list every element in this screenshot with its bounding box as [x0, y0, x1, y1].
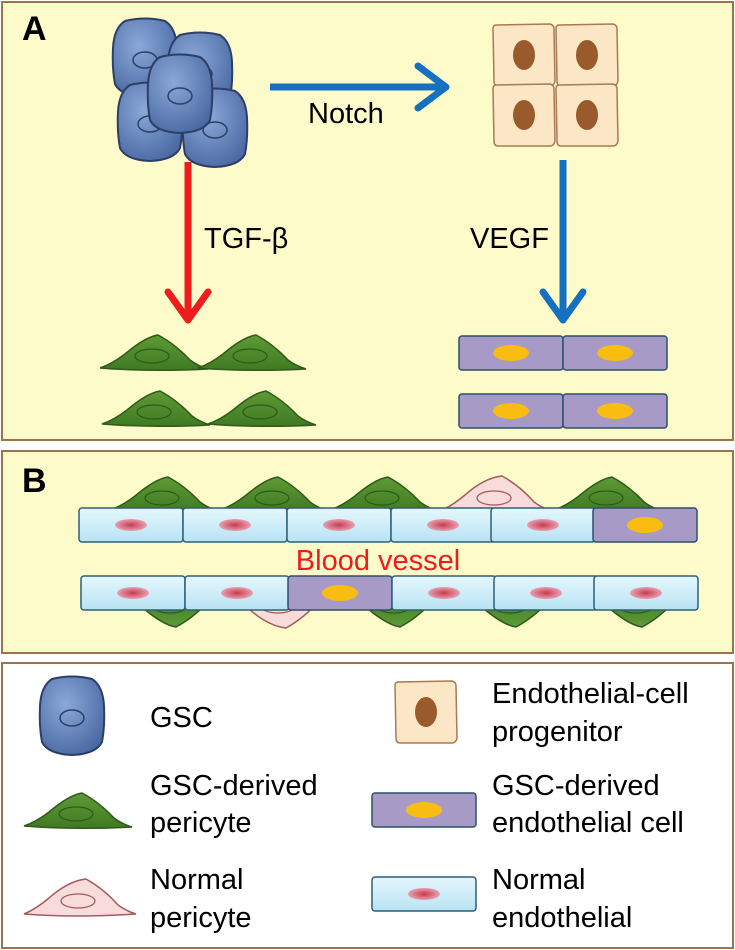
panel-a-frame — [1, 1, 734, 441]
notch-label: Notch — [308, 98, 384, 130]
tgf-label: TGF-β — [204, 223, 288, 255]
legend-normal-endothelial-line2: endothelial — [492, 902, 632, 934]
legend-frame — [1, 662, 734, 949]
blood-vessel-label: Blood vessel — [296, 545, 460, 577]
legend-progenitor: Endothelial-cell progenitor — [394, 678, 689, 748]
legend-gsc-pericyte-line2: pericyte — [150, 807, 252, 839]
legend-normal-endothelial-line1: Normal — [492, 864, 585, 896]
vessel-top-row — [78, 507, 698, 543]
notch-arrow — [270, 62, 450, 112]
legend-normal-pericyte-line2: pericyte — [150, 902, 252, 934]
panel-b-letter: B — [22, 462, 47, 500]
tgf-arrow — [164, 162, 212, 324]
legend-progenitor-line1: Endothelial-cell — [492, 678, 689, 710]
legend-gsc-pericyte: GSC-derived pericyte — [23, 770, 318, 839]
legend-gsc-label: GSC — [150, 702, 213, 734]
vegf-arrow — [539, 160, 587, 324]
legend-gsc-endothelial-line1: GSC-derived — [492, 770, 660, 802]
legend-gsc-endothelial: GSC-derived endothelial cell — [371, 770, 684, 839]
legend-progenitor-line2: progenitor — [492, 716, 623, 748]
vegf-label: VEGF — [470, 223, 549, 255]
vessel-bottom-row — [80, 575, 699, 611]
legend-normal-pericyte: Normal pericyte — [23, 864, 252, 934]
gsc-cluster — [111, 17, 249, 168]
legend-normal-pericyte-line1: Normal — [150, 864, 243, 896]
legend-gsc: GSC — [38, 675, 213, 756]
legend-normal-endothelial: Normal endothelial — [371, 864, 632, 934]
panel-a-letter: A — [22, 10, 47, 48]
legend-gsc-endothelial-line2: endothelial cell — [492, 807, 684, 839]
legend-gsc-pericyte-line1: GSC-derived — [150, 770, 318, 802]
